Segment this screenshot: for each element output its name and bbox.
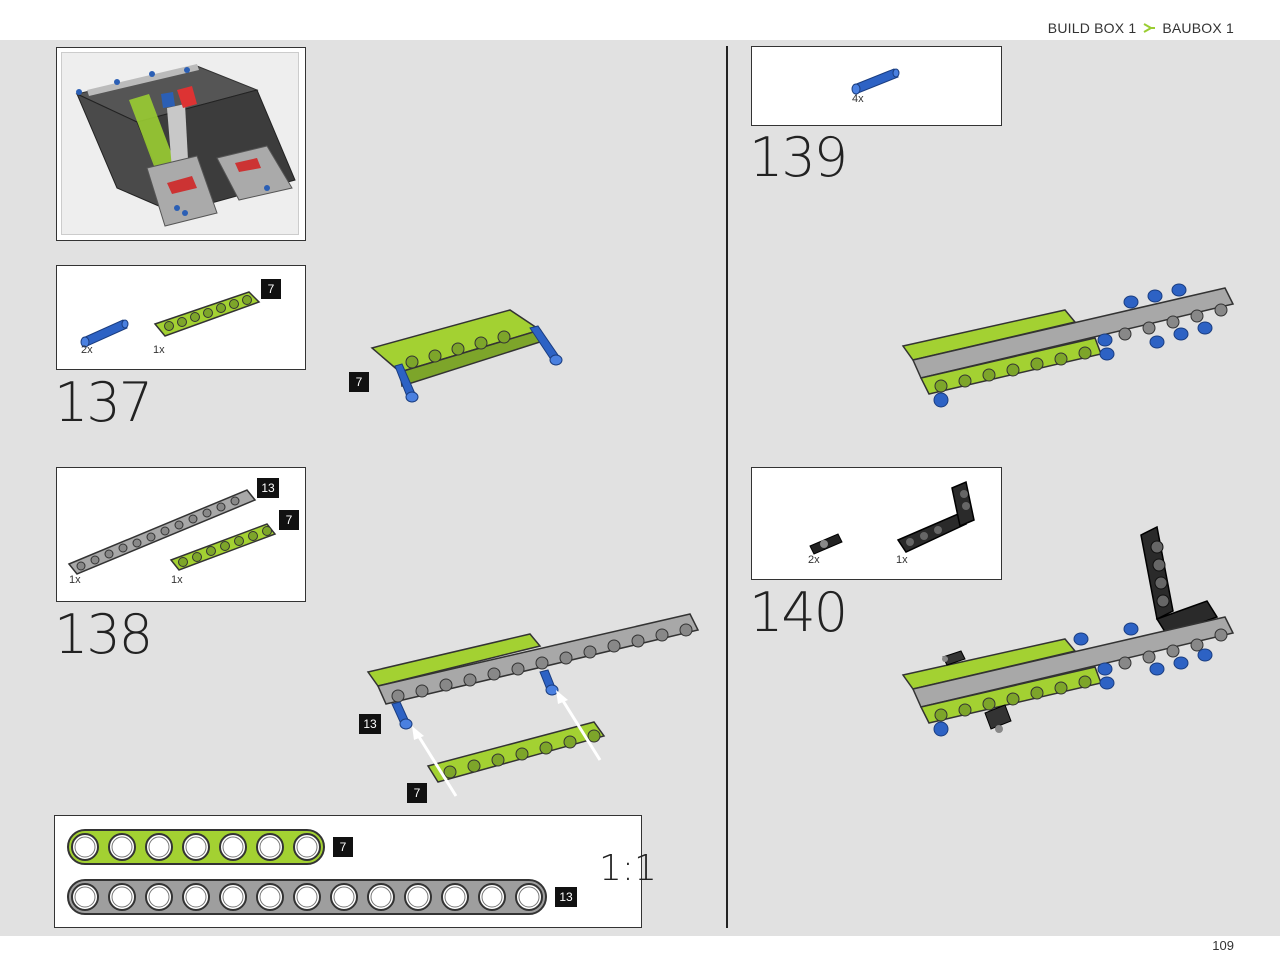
part-quantity: 1x [69, 574, 81, 586]
length-badge: 7 [333, 837, 353, 857]
blue-axle-pin-icon [851, 68, 900, 95]
beam-hole-inner [74, 886, 96, 908]
beam-hole-inner [111, 886, 133, 908]
beam-hole [219, 883, 247, 911]
beam-hole-inner [296, 836, 318, 858]
breadcrumb-left: BUILD BOX 1 [1047, 20, 1137, 36]
beam-hole-inner [259, 836, 281, 858]
step-139-parts-box: 4x [751, 46, 1002, 126]
page-number: 109 [1212, 938, 1234, 953]
bottom-bar [0, 936, 1280, 974]
part-quantity: 4x [852, 93, 864, 105]
beam-hole-inner [259, 886, 281, 908]
beam-hole [182, 833, 210, 861]
part-quantity: 2x [808, 554, 820, 566]
beam-hole-inner [518, 886, 540, 908]
beam-hole-inner [370, 886, 392, 908]
step-140-assembly [901, 525, 1235, 737]
beam-hole [293, 833, 321, 861]
step-137-parts-illustration [80, 291, 261, 348]
breadcrumb: BUILD BOX 1 BAUBOX 1 [1048, 20, 1234, 36]
step-139-assembly [901, 283, 1235, 408]
beam-hole-inner [185, 886, 207, 908]
top-bar [0, 0, 1280, 40]
part-quantity: 1x [153, 344, 165, 356]
lime-beam-icon [169, 523, 277, 571]
beam-hole-inner [444, 886, 466, 908]
length-badge: 7 [407, 783, 427, 803]
part-quantity: 1x [896, 554, 908, 566]
beam-hole [145, 883, 173, 911]
lime-beam-icon [153, 291, 261, 337]
beam-hole-inner [296, 886, 318, 908]
breadcrumb-right: BAUBOX 1 [1162, 20, 1234, 36]
step-137-assembly [370, 309, 563, 403]
black-angled-beam-icon [896, 480, 975, 553]
step-140-parts-box: 2x 1x [751, 467, 1002, 580]
beam-hole-inner [222, 886, 244, 908]
step-139-parts-illustration [851, 68, 900, 95]
step-number: 137 [54, 371, 153, 434]
step-140-parts-illustration [809, 480, 975, 555]
beam-hole [145, 833, 173, 861]
black-pin-icon [809, 533, 843, 555]
beam-hole-inner [222, 836, 244, 858]
beam-hole [515, 883, 543, 911]
beam-hole [182, 883, 210, 911]
beam-hole [256, 833, 284, 861]
scale-reference-beams [67, 829, 547, 915]
beam-hole [219, 833, 247, 861]
step-138-parts-illustration [67, 489, 277, 575]
length-badge: 7 [261, 279, 281, 299]
beam-hole [71, 833, 99, 861]
model-overview-illustration [75, 64, 296, 227]
length-badge: 7 [349, 372, 369, 392]
beam-hole [404, 883, 432, 911]
beam-hole [71, 883, 99, 911]
step-number: 139 [749, 126, 848, 189]
scale-label: 1:1 [599, 848, 657, 889]
beam-hole [330, 883, 358, 911]
page-divider [726, 46, 728, 928]
beam-hole [108, 833, 136, 861]
beam-hole-inner [74, 836, 96, 858]
beam-hole-inner [407, 886, 429, 908]
step-number: 138 [54, 603, 153, 666]
part-quantity: 1x [171, 574, 183, 586]
scale-reference-box: 7 13 1:1 [54, 815, 657, 928]
beam-hole [441, 883, 469, 911]
blue-axle-pin-icon [80, 319, 129, 348]
beam-hole [367, 883, 395, 911]
beam-hole-inner [148, 886, 170, 908]
step-number: 140 [749, 581, 848, 644]
model-overview-box [56, 47, 306, 241]
beam-hole-inner [148, 836, 170, 858]
beam-hole [478, 883, 506, 911]
length-badge: 13 [359, 714, 381, 734]
beam-hole [256, 883, 284, 911]
length-badge: 13 [257, 478, 279, 498]
beam-hole [108, 883, 136, 911]
part-quantity: 2x [81, 344, 93, 356]
beam-hole [293, 883, 321, 911]
length-badge: 13 [555, 887, 577, 907]
chevron-separator-icon [1143, 23, 1156, 33]
beam-hole-inner [333, 886, 355, 908]
gray-beam-icon [67, 489, 257, 575]
beam-hole-inner [481, 886, 503, 908]
step-138-assembly [366, 613, 700, 797]
beam-hole-inner [185, 836, 207, 858]
length-badge: 7 [279, 510, 299, 530]
step-138-parts-box: 1x 1x 13 7 [56, 467, 306, 602]
step-137-parts-box: 2x 1x 7 [56, 265, 306, 370]
beam-hole-inner [111, 836, 133, 858]
